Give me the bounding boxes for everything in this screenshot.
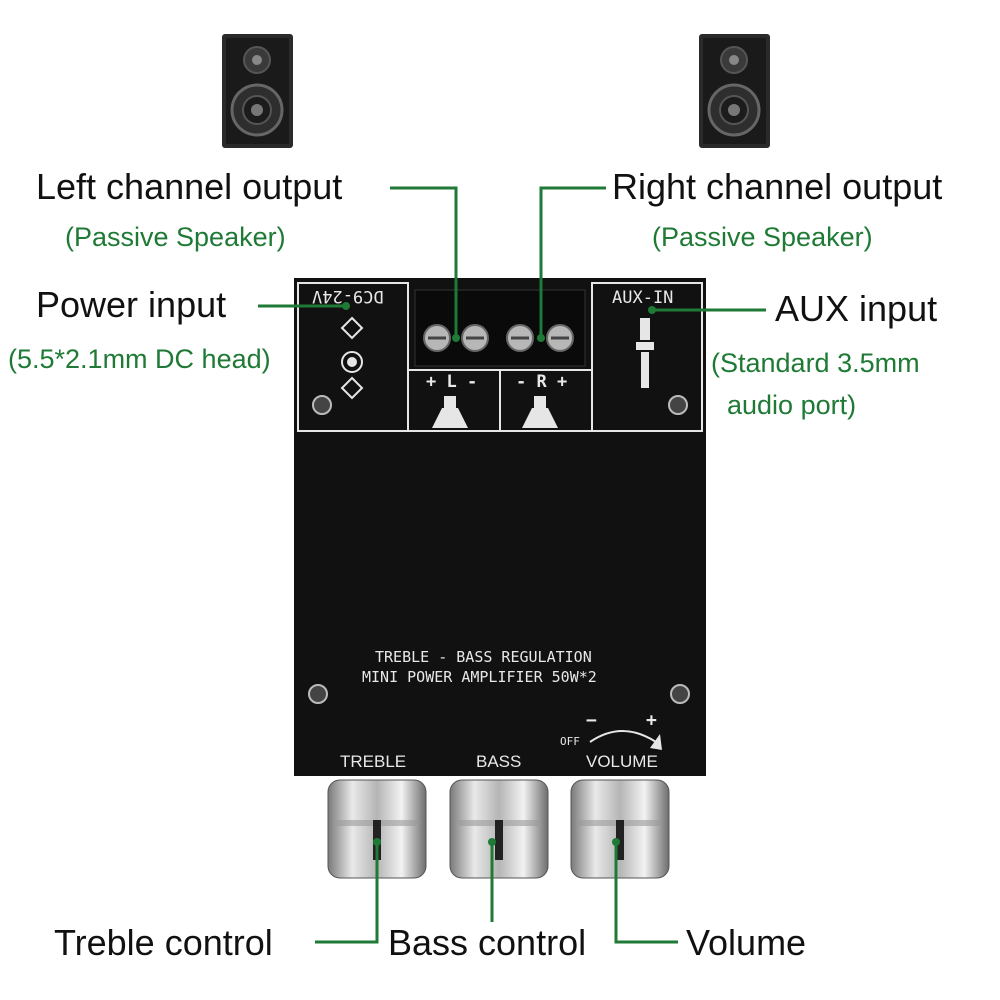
right-speaker-icon: [699, 34, 770, 148]
bass-knob-label: BASS: [476, 752, 522, 771]
right-channel-output-label: Right channel output: [612, 166, 943, 207]
board-title-line2: MINI POWER AMPLIFIER 50W*2: [362, 668, 597, 686]
left-channel-output-label: Left channel output: [36, 166, 343, 207]
right-terminal-polarity: - R +: [516, 372, 568, 392]
power-input-sublabel: (5.5*2.1mm DC head): [8, 344, 271, 374]
treble-knob-label: TREBLE: [340, 752, 407, 771]
board-title-line1: TREBLE - BASS REGULATION: [375, 648, 592, 666]
power-input-label: Power input: [36, 284, 227, 325]
aux-input-sublabel-2: audio port): [727, 390, 857, 420]
volume-off-mark: OFF: [560, 735, 580, 748]
volume-knob[interactable]: [570, 779, 670, 879]
volume-minus-mark: −: [586, 710, 597, 731]
volume-plus-mark: +: [646, 710, 657, 731]
volume-label: Volume: [686, 922, 807, 963]
aux-input-sublabel-1: (Standard 3.5mm: [711, 348, 920, 378]
terminal-screws: [423, 324, 574, 352]
aux-in-label: AUX-IN: [612, 288, 674, 308]
bass-knob[interactable]: [449, 779, 549, 879]
left-speaker-icon: [222, 34, 293, 148]
left-terminal-polarity: + L -: [426, 372, 478, 392]
left-channel-output-sublabel: (Passive Speaker): [65, 222, 286, 252]
bass-control-label: Bass control: [388, 922, 587, 963]
volume-knob-label: VOLUME: [586, 752, 658, 771]
aux-input-label: AUX input: [775, 288, 938, 329]
right-channel-output-sublabel: (Passive Speaker): [652, 222, 873, 252]
treble-control-label: Treble control: [54, 922, 273, 963]
